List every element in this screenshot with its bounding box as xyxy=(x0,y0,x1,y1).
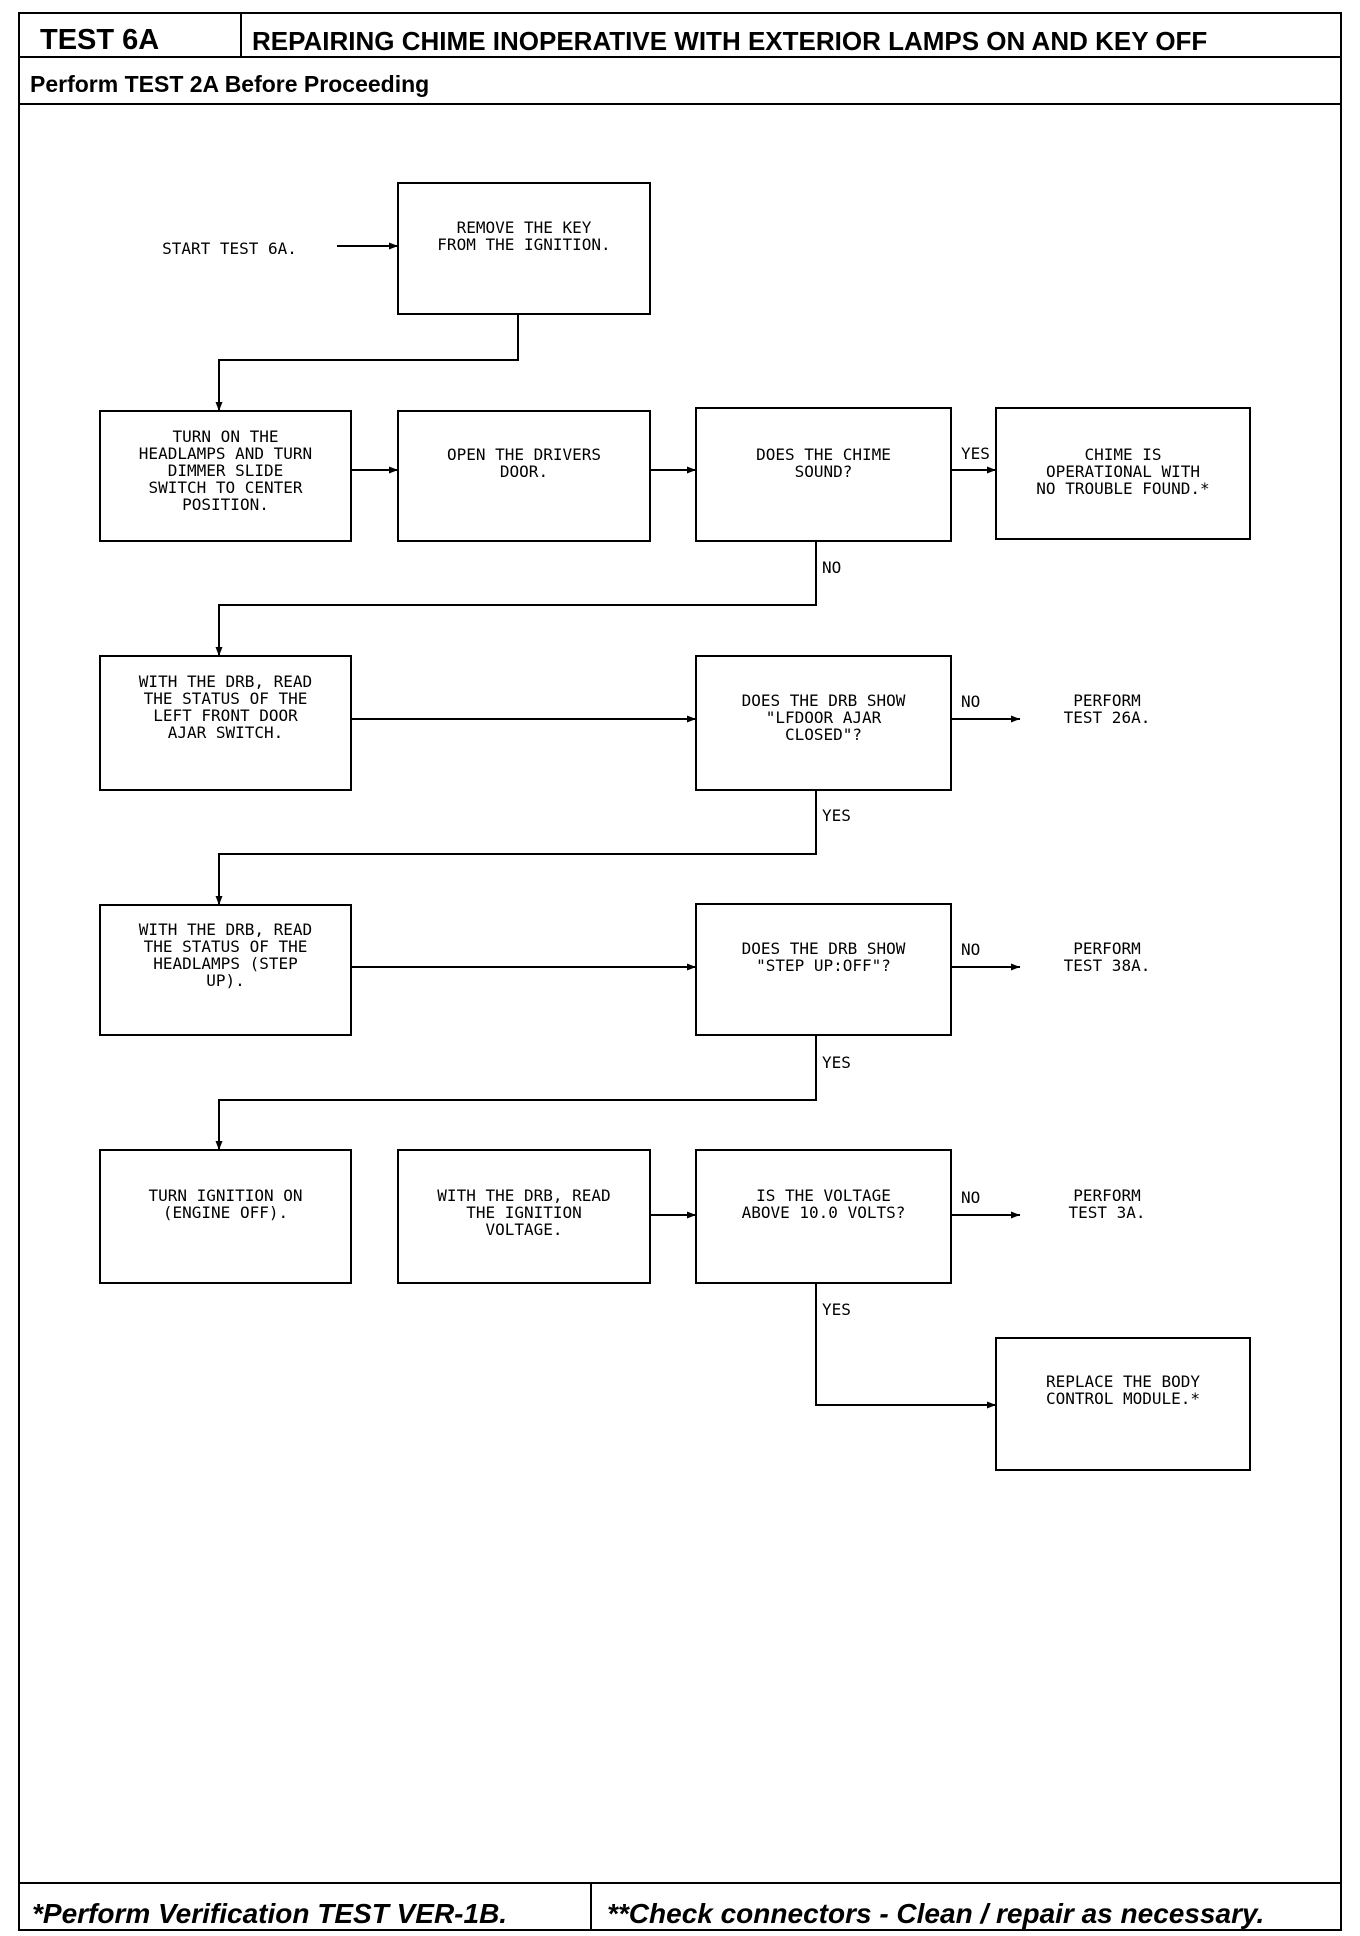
node-chime-sound-shape xyxy=(695,407,952,542)
node-open-door-text: OPEN THE DRIVERS DOOR. xyxy=(446,445,602,481)
test-id: TEST 6A xyxy=(40,24,160,56)
header-divider xyxy=(18,56,1342,58)
prerequisite-note: Perform TEST 2A Before Proceeding xyxy=(30,71,430,97)
node-drb-lfdoor-text: DOES THE DRB SHOW "LFDOOR AJAR CLOSED"? xyxy=(741,691,906,744)
node-read-headlamps-text: WITH THE DRB, READ THE STATUS OF THE HEA… xyxy=(138,920,313,990)
footer-cell-divider xyxy=(590,1883,592,1931)
node-open-door-shape xyxy=(397,410,651,542)
node-remove-key-shape xyxy=(397,182,651,315)
node-drb-stepup-shape xyxy=(695,903,952,1036)
node-read-ajar-text: WITH THE DRB, READ THE STATUS OF THE LEF… xyxy=(138,672,313,742)
edge-label-no-drb-lfdoor: NO xyxy=(961,692,981,711)
edge-label-no-drb-stepup: NO xyxy=(961,940,981,959)
page-title: REPAIRING CHIME INOPERATIVE WITH EXTERIO… xyxy=(252,26,1208,56)
node-replace-bcm-shape xyxy=(995,1337,1251,1471)
edge-label-no-voltage-check: NO xyxy=(961,1188,981,1207)
node-voltage-check-shape xyxy=(695,1149,952,1284)
node-remove-key-text: REMOVE THE KEY FROM THE IGNITION. xyxy=(437,218,611,254)
node-replace-bcm-text: REPLACE THE BODY CONTROL MODULE.* xyxy=(1045,1372,1201,1408)
footer-connectors-note: **Check connectors - Clean / repair as n… xyxy=(607,1898,1265,1929)
node-ignition-on-text: TURN IGNITION ON (ENGINE OFF). xyxy=(148,1186,303,1222)
edge-chime-sound-to-read-ajar xyxy=(215,541,817,656)
node-read-voltage-text: WITH THE DRB, READ THE IGNITION VOLTAGE. xyxy=(437,1186,611,1239)
prereq-divider xyxy=(18,103,1342,105)
header-cell-divider xyxy=(240,12,242,57)
edge-label-yes-chime-sound: YES xyxy=(961,444,990,463)
node-chime-ok-text: CHIME IS OPERATIONAL WITH NO TROUBLE FOU… xyxy=(1036,445,1210,498)
node-chime-sound-text: DOES THE CHIME SOUND? xyxy=(756,445,891,481)
node-turn-on-headlamps-shape xyxy=(99,410,352,542)
edge-drb-stepup-to-ignition-on xyxy=(215,1035,817,1150)
edge-label-yes-voltage-check: YES xyxy=(822,1300,851,1319)
node-read-headlamps-shape xyxy=(99,904,352,1036)
node-perform-26a-text: PERFORM TEST 26A. xyxy=(1063,691,1151,727)
node-read-voltage-shape xyxy=(397,1149,651,1284)
edge-remove-key-to-turn-on-headlamps xyxy=(215,314,519,411)
node-voltage-check-text: IS THE VOLTAGE ABOVE 10.0 VOLTS? xyxy=(741,1186,906,1222)
page-frame xyxy=(18,12,1342,1931)
edge-voltage-check-to-replace-bcm xyxy=(815,1283,996,1409)
node-drb-stepup-text: DOES THE DRB SHOW "STEP UP:OFF"? xyxy=(741,939,906,975)
edge-drb-lfdoor-to-read-headlamps xyxy=(215,790,817,905)
node-read-ajar-shape xyxy=(99,655,352,791)
edge-label-no-chime-sound: NO xyxy=(822,558,842,577)
node-turn-on-headlamps-text: TURN ON THE HEADLAMPS AND TURN DIMMER SL… xyxy=(138,427,313,514)
footer-divider xyxy=(18,1882,1342,1884)
node-start-text: START TEST 6A. xyxy=(162,239,297,258)
node-chime-ok-shape xyxy=(995,407,1251,540)
edge-label-yes-drb-stepup: YES xyxy=(822,1053,851,1072)
node-drb-lfdoor-shape xyxy=(695,655,952,791)
node-perform-3a-text: PERFORM TEST 3A. xyxy=(1068,1186,1146,1222)
node-perform-38a-text: PERFORM TEST 38A. xyxy=(1063,939,1151,975)
edge-label-yes-drb-lfdoor: YES xyxy=(822,806,851,825)
footer-verification-note: *Perform Verification TEST VER-1B. xyxy=(32,1898,508,1929)
node-ignition-on-shape xyxy=(99,1149,352,1284)
